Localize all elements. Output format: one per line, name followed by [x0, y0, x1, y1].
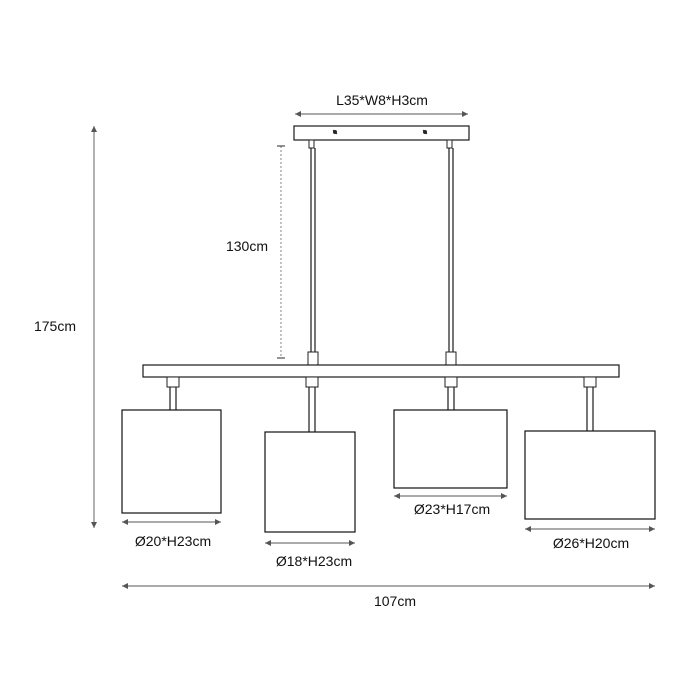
lamp-shade-3: Ø23*H17cm [393, 376, 508, 517]
total-height-label: 175cm [34, 318, 76, 334]
shade-3-label: Ø23*H17cm [414, 501, 490, 517]
canopy-dimension-label: L35*W8*H3cm [336, 92, 428, 108]
cable-length-label: 130cm [226, 238, 268, 254]
ceiling-canopy [293, 125, 470, 141]
lamp-shade-4: Ø26*H20cm [524, 376, 656, 551]
horizontal-bar [142, 364, 620, 378]
total-height-dimension: 175cm [34, 126, 97, 528]
cable-length-dimension: 130cm [226, 145, 285, 359]
shade-4-label: Ø26*H20cm [553, 535, 629, 551]
total-width-dimension: 107cm [122, 583, 655, 609]
lamp-shade-1: Ø20*H23cm [121, 376, 222, 549]
shade-2-label: Ø18*H23cm [276, 553, 352, 569]
canopy-dimension: L35*W8*H3cm [295, 92, 468, 117]
total-width-label: 107cm [374, 593, 416, 609]
suspension-cables [307, 139, 457, 366]
shade-1-label: Ø20*H23cm [135, 533, 211, 549]
lamp-shade-2: Ø18*H23cm [264, 376, 356, 569]
